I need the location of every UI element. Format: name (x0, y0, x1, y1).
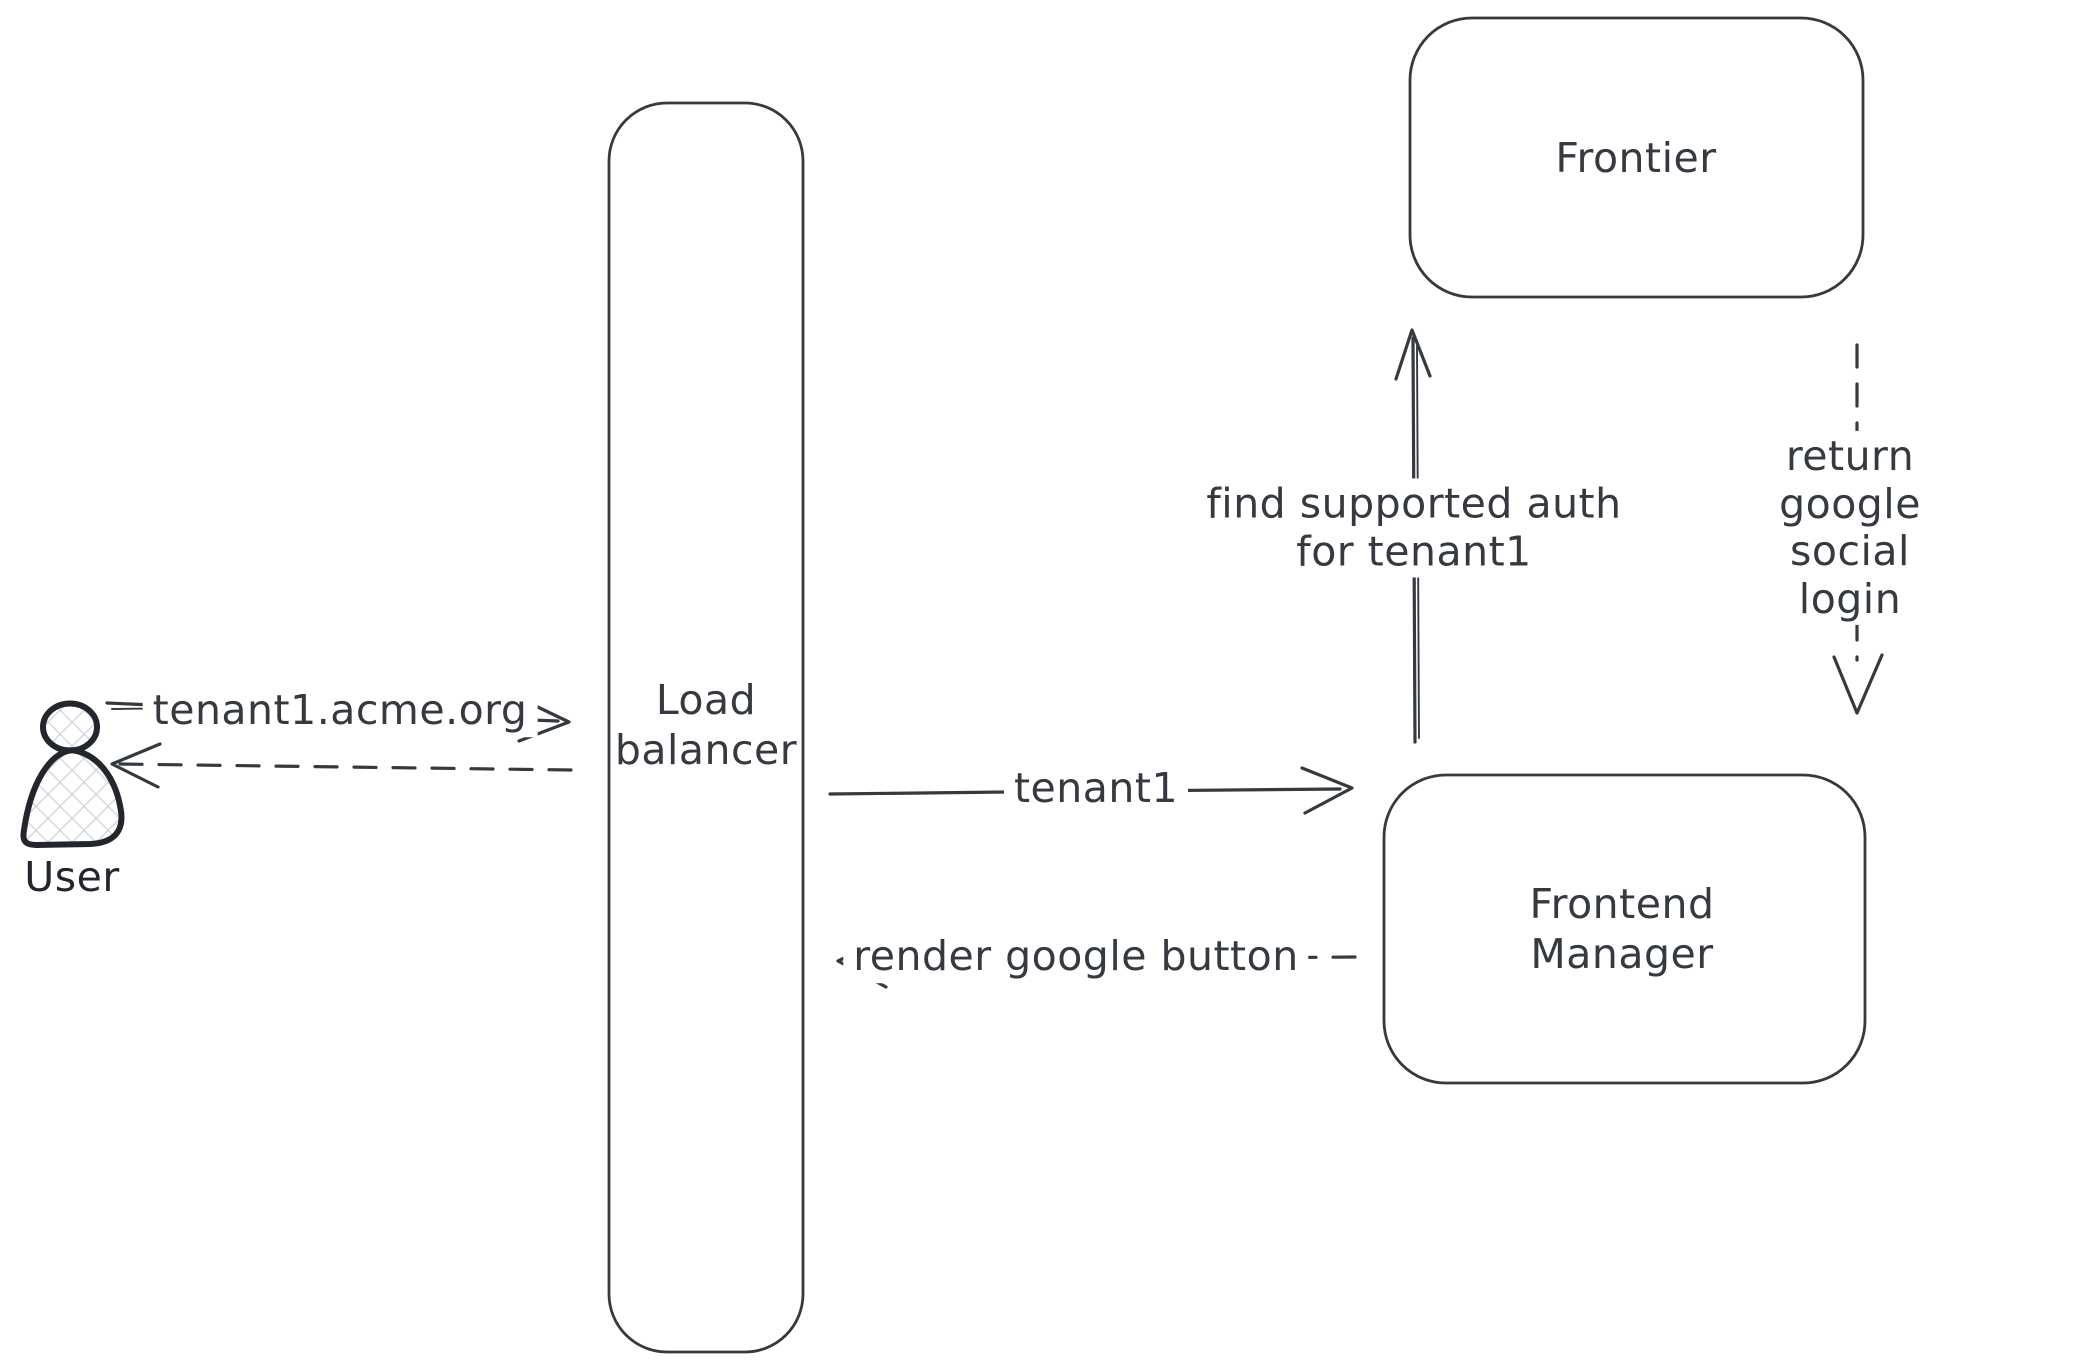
response-arrow (110, 742, 573, 789)
user-head (40, 700, 100, 754)
return-social-arrow-label: return google social login (1733, 430, 1967, 626)
request-arrow-label: tenant1.acme.org (142, 685, 538, 737)
user-icon (20, 700, 125, 848)
frontend-manager-label: Frontend Manager (1529, 879, 1715, 978)
render-google-arrow-label: render google button (843, 931, 1309, 983)
user-body (20, 747, 125, 848)
load-balancer-label: Load balancer (614, 675, 798, 774)
load-balancer-box (607, 101, 805, 1354)
frontier-label: Frontier (1555, 133, 1717, 182)
find-auth-arrow-label: find supported auth for tenant1 (1196, 478, 1632, 578)
user-label: User (24, 852, 120, 901)
frontend-manager-box (1382, 773, 1867, 1085)
frontier-box (1408, 16, 1865, 299)
tenant1-arrow-label: tenant1 (1003, 763, 1189, 815)
